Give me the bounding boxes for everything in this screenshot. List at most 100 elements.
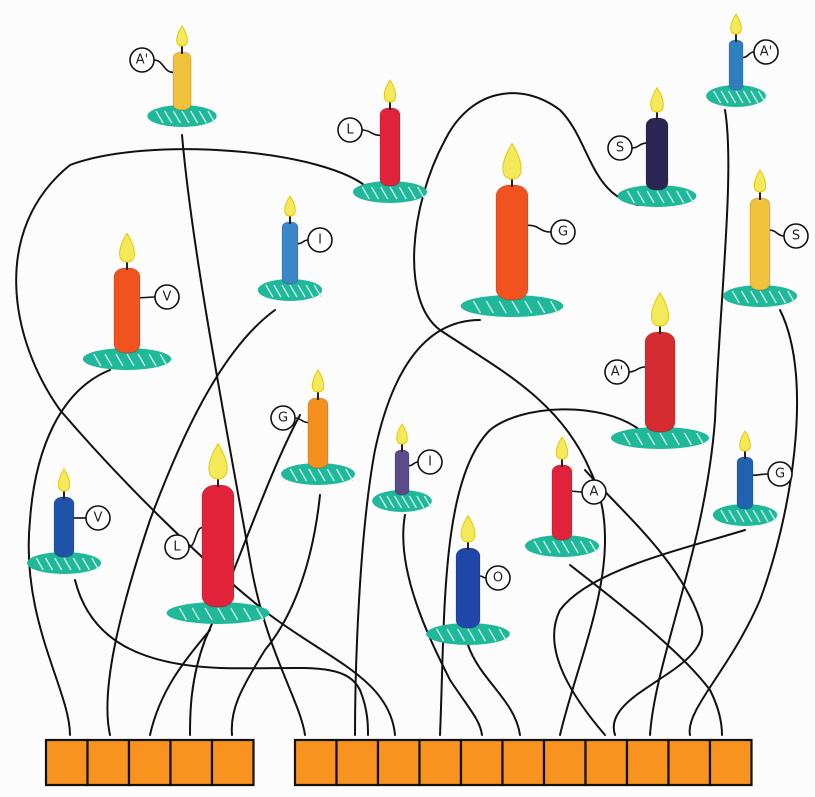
candle-letter: I <box>318 233 322 248</box>
candle-orange-v-left: V <box>83 233 179 370</box>
flame-icon <box>384 80 395 102</box>
label-tether <box>480 576 486 578</box>
flame-icon <box>312 370 323 392</box>
candle-body <box>645 332 675 432</box>
candle-body <box>173 52 191 110</box>
flame-icon <box>58 469 69 491</box>
answer-box[interactable] <box>669 740 711 785</box>
candle-body <box>737 457 753 509</box>
candle-blue-g-lower-right: G <box>713 431 792 526</box>
answer-box[interactable] <box>378 740 420 785</box>
candles-layer: A'LGSA'VISA'GIAGVLO <box>27 14 808 645</box>
answer-box[interactable] <box>710 740 752 785</box>
label-tether <box>140 297 155 298</box>
answer-box[interactable] <box>420 740 462 785</box>
candle-letter: G <box>775 467 785 482</box>
answer-box[interactable] <box>129 740 171 785</box>
answer-box-cell[interactable] <box>295 740 337 785</box>
flame-icon <box>651 293 668 326</box>
answer-box[interactable] <box>212 740 254 785</box>
answer-box[interactable] <box>586 740 628 785</box>
answer-box[interactable] <box>46 740 88 785</box>
answer-box-cell[interactable] <box>420 740 462 785</box>
candle-body <box>308 398 328 468</box>
candle-navy-s-top: S <box>608 88 696 207</box>
answer-box-cell[interactable] <box>710 740 752 785</box>
answer-box[interactable] <box>503 740 545 785</box>
candle-letter: I <box>428 455 432 470</box>
candle-body <box>456 548 480 628</box>
answer-row-word1 <box>46 740 254 785</box>
candle-letter: L <box>346 123 354 138</box>
candle-body <box>380 108 400 186</box>
answer-row-word2 <box>295 740 752 785</box>
candle-body <box>552 465 572 540</box>
candle-letter: A <box>590 485 599 500</box>
label-tether <box>743 52 754 58</box>
candle-blue-i-upper: I <box>258 196 332 301</box>
line-a-lower <box>570 565 722 735</box>
candle-letter: S <box>792 229 800 244</box>
line-l-large <box>150 630 210 735</box>
line-l-top <box>16 149 395 735</box>
flame-icon <box>503 144 521 179</box>
answer-box-cell[interactable] <box>669 740 711 785</box>
answer-box-cell[interactable] <box>212 740 254 785</box>
line-i-upper <box>107 310 275 735</box>
answer-box-cell[interactable] <box>503 740 545 785</box>
label-tether <box>572 491 582 492</box>
candle-letter: A' <box>136 53 148 68</box>
candle-letter: O <box>493 571 503 586</box>
candle-letter: L <box>173 540 181 555</box>
label-tether <box>409 462 418 466</box>
answer-box-cell[interactable] <box>461 740 503 785</box>
answer-box[interactable] <box>627 740 669 785</box>
answer-box-cell[interactable] <box>586 740 628 785</box>
flame-icon <box>754 170 765 192</box>
answer-box-cell[interactable] <box>88 740 130 785</box>
label-tether <box>189 528 202 547</box>
candle-body <box>282 222 298 284</box>
candle-body <box>395 450 409 495</box>
candle-red-a-prime-right: A' <box>605 293 709 449</box>
answer-box[interactable] <box>544 740 586 785</box>
candle-orange-g-middle: G <box>271 370 355 485</box>
candle-blue-a-prime-top-right: A' <box>706 14 778 107</box>
answer-boxes <box>46 740 752 785</box>
answer-box-cell[interactable] <box>544 740 586 785</box>
candle-body <box>202 485 234 607</box>
flame-icon <box>461 516 475 542</box>
answer-box[interactable] <box>171 740 213 785</box>
answer-box[interactable] <box>88 740 130 785</box>
candle-red-a-lower: A <box>525 437 606 557</box>
label-tether <box>154 60 173 72</box>
label-tether <box>362 130 380 135</box>
answer-box[interactable] <box>295 740 337 785</box>
candle-body <box>750 198 770 290</box>
flame-icon <box>556 437 567 459</box>
answer-box[interactable] <box>461 740 503 785</box>
line-g-center <box>355 320 480 735</box>
answer-box-cell[interactable] <box>171 740 213 785</box>
label-tether <box>528 225 551 232</box>
label-tether <box>629 367 645 372</box>
label-tether <box>753 474 768 475</box>
candle-yellow-s-right: S <box>723 170 808 307</box>
flame-icon <box>120 233 135 262</box>
label-tether <box>298 240 308 244</box>
answer-box[interactable] <box>337 740 379 785</box>
candle-letter: A' <box>760 45 772 60</box>
answer-box-cell[interactable] <box>46 740 88 785</box>
candle-blue-v-lower-left: V <box>27 469 110 574</box>
answer-box-cell[interactable] <box>129 740 171 785</box>
answer-box-cell[interactable] <box>337 740 379 785</box>
answer-box-cell[interactable] <box>378 740 420 785</box>
flame-icon <box>397 424 408 444</box>
candle-blue-o-bottom: O <box>426 516 510 645</box>
label-tether <box>632 143 646 148</box>
candle-letter: S <box>616 141 624 156</box>
candle-body <box>54 497 74 557</box>
candle-letter: V <box>94 511 103 526</box>
answer-box-cell[interactable] <box>627 740 669 785</box>
